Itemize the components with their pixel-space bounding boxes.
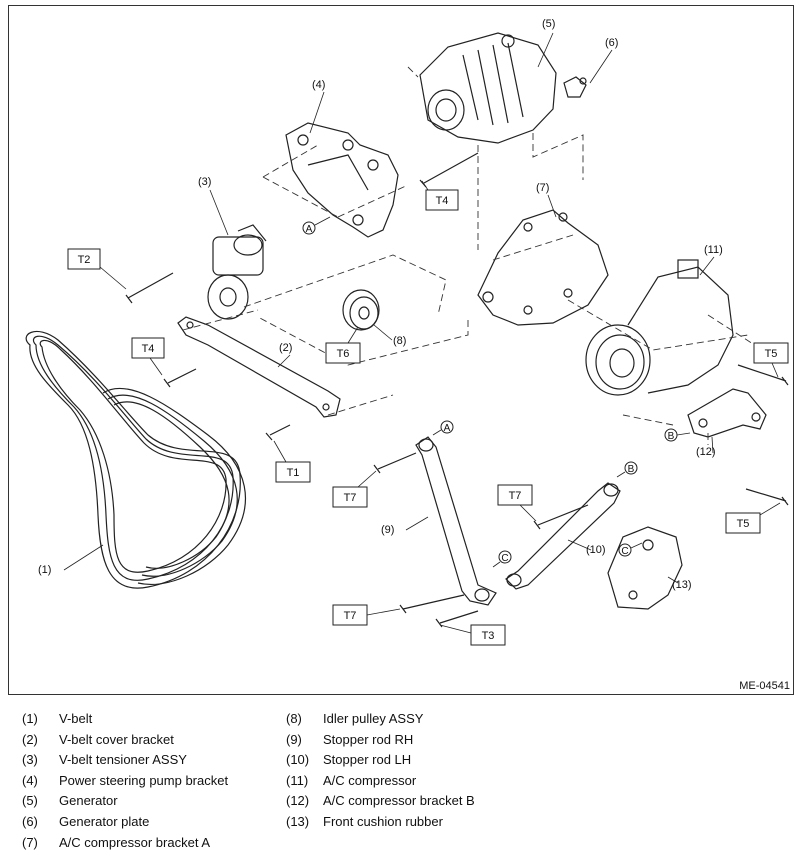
legend-column-1: (1)V-belt (2)V-belt cover bracket (3)V-b… <box>22 711 228 855</box>
v-belt-tensioner <box>207 224 267 320</box>
torque-tag-t7-c: T7 <box>332 604 401 626</box>
callout-6: (6) <box>605 37 618 49</box>
v-belt-cover-bracket <box>177 316 341 418</box>
svg-text:A: A <box>444 423 451 434</box>
ac-compressor-bracket-a <box>477 209 609 326</box>
legend-item: (12)A/C compressor bracket B <box>286 793 475 809</box>
callout-9: (9) <box>381 524 394 536</box>
v-belt <box>25 330 246 589</box>
callout-3: (3) <box>198 176 211 188</box>
generator <box>419 32 557 144</box>
mark-c-left: C <box>492 550 512 568</box>
torque-tag-t3: T3 <box>439 624 506 646</box>
torque-tag-t6: T6 <box>325 326 361 364</box>
legend-item: (2)V-belt cover bracket <box>22 731 174 747</box>
callout-4: (4) <box>312 79 325 91</box>
legend-item: (1)V-belt <box>22 711 93 726</box>
exploded-view-diagram: (1) (2) (3) (4) (5) (6) (7) (8) (9) (10)… <box>25 18 789 646</box>
ac-compressor-bracket-b <box>687 388 767 438</box>
assembly-lines <box>182 66 779 445</box>
svg-text:T5: T5 <box>737 518 750 530</box>
mark-b-left: B <box>664 428 691 442</box>
svg-text:T2: T2 <box>78 254 91 266</box>
svg-text:B: B <box>668 431 675 442</box>
stopper-rod-lh <box>505 482 621 590</box>
legend-item: (5)Generator <box>22 793 118 809</box>
torque-tag-t4-left: T4 <box>131 337 165 376</box>
legend-item: (3)V-belt tensioner ASSY <box>22 752 187 768</box>
callout-labels: (1) (2) (3) (4) (5) (6) (7) (8) (9) (10)… <box>38 18 723 591</box>
callout-8: (8) <box>393 335 406 347</box>
torque-tag-t5-top: T5 <box>753 342 789 378</box>
legend-item: (8)Idler pulley ASSY <box>286 711 424 726</box>
svg-text:T4: T4 <box>436 195 449 207</box>
svg-text:T5: T5 <box>765 348 778 360</box>
torque-tag-t7-a: T7 <box>332 470 377 508</box>
svg-text:C: C <box>501 553 508 564</box>
svg-text:T7: T7 <box>509 490 522 502</box>
svg-text:C: C <box>621 546 628 557</box>
legend-item: (6)Generator plate <box>22 813 150 829</box>
torque-tag-t4-top: T4 <box>421 180 459 211</box>
svg-text:T3: T3 <box>482 630 495 642</box>
callout-12: (12) <box>696 446 716 458</box>
mark-a-lower: A <box>432 420 454 436</box>
mark-a-upper: A <box>302 216 331 235</box>
svg-text:A: A <box>306 224 313 235</box>
power-steering-pump-bracket <box>285 122 399 238</box>
callout-10: (10) <box>586 544 606 556</box>
legend-item: (9)Stopper rod RH <box>286 731 414 747</box>
parts-legend: (1)V-belt (2)V-belt cover bracket (3)V-b… <box>22 711 782 859</box>
idler-pulley <box>342 289 380 331</box>
torque-tag-t2: T2 <box>67 248 127 290</box>
legend-item: (11)A/C compressor <box>286 772 417 788</box>
callout-2: (2) <box>279 342 292 354</box>
callout-5: (5) <box>542 18 555 30</box>
front-cushion-rubber <box>607 526 683 610</box>
svg-text:T7: T7 <box>344 492 357 504</box>
diagram-id: ME-04541 <box>739 680 790 692</box>
generator-plate <box>563 76 587 98</box>
mark-c-right: C <box>618 542 643 557</box>
torque-tag-t5-bottom: T5 <box>725 502 781 534</box>
torque-tag-t1: T1 <box>273 440 311 483</box>
legend-item: (13)Front cushion rubber <box>286 813 443 829</box>
torque-tag-t7-b: T7 <box>497 484 537 522</box>
connection-marks: A A B B C C <box>302 216 691 568</box>
legend-item: (10)Stopper rod LH <box>286 752 412 768</box>
svg-text:T4: T4 <box>142 343 155 355</box>
svg-text:T7: T7 <box>344 610 357 622</box>
torque-tags: T2 T4 T4 T6 T1 T7 T7 <box>67 180 789 646</box>
ac-compressor <box>585 259 734 396</box>
callout-1: (1) <box>38 564 51 576</box>
bolts <box>125 152 789 628</box>
svg-text:B: B <box>628 464 635 475</box>
legend-column-2: (8)Idler pulley ASSY (9)Stopper rod RH (… <box>286 711 475 835</box>
callout-11: (11) <box>704 244 723 256</box>
legend-item: (4)Power steering pump bracket <box>22 772 229 788</box>
stopper-rod-rh <box>415 436 497 606</box>
svg-text:T1: T1 <box>287 467 300 479</box>
leader-lines <box>63 32 715 584</box>
legend-item: (7)A/C compressor bracket A <box>22 834 210 850</box>
mark-b-right: B <box>616 461 638 478</box>
callout-7: (7) <box>536 182 549 194</box>
callout-13: (13) <box>672 579 692 591</box>
svg-text:T6: T6 <box>337 348 350 360</box>
